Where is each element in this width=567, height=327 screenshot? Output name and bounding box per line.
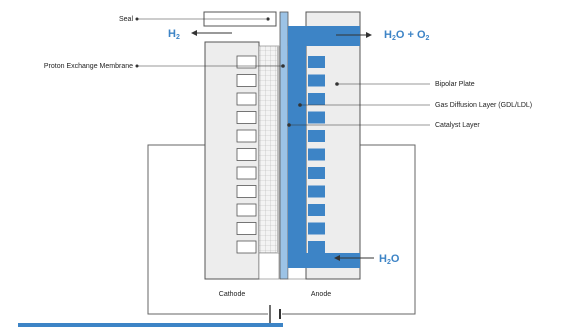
h2o-tail: O [391,253,400,265]
cathode-gas-diffusion-layer [258,45,280,254]
anode-channel [308,56,325,68]
cathode-channel [236,240,257,254]
h2-arrowhead [191,30,197,36]
bipolar-plate-label: Bipolar Plate [435,81,475,88]
anode-channel [308,241,325,253]
cathode-channel [236,129,257,143]
anode-label: Anode [311,291,331,298]
h2o-o2-middle: O + O [396,29,426,41]
h2o-o2-subscript-1: 2 [392,35,396,42]
anode-water-manifold [288,26,360,268]
h2o-subscript: 2 [387,259,391,266]
h2-subscript: 2 [176,34,180,41]
cathode-label: Cathode [219,291,246,298]
anode-channel [308,222,325,235]
gdl-leader-dot [298,103,302,107]
anode-channel [308,130,325,142]
cathode-channel [236,148,257,161]
catalyst-layer-label: Catalyst Layer [435,122,480,129]
pem-leader-dot [281,64,285,68]
anode-channel [308,148,325,161]
anode-channel [308,111,325,124]
cathode-channel [236,185,257,198]
seal-label: Seal [119,16,133,23]
catalyst-leader-dot [287,123,291,127]
external-circuit-wire-right [282,144,416,315]
bipolar-leader-dot [335,82,339,86]
cathode-channel [236,92,257,106]
h2o-o2-arrowhead [366,32,372,38]
cathode-channel [236,166,257,180]
bottom-blue-bar [18,323,283,327]
anode-channel [308,93,325,105]
cathode-channel [236,111,257,124]
gdl-label: Gas Diffusion Layer (GDL/LDL) [435,102,532,109]
cathode-channel [236,222,257,235]
cathode-flow-channels [236,55,257,254]
pem-leader-end [135,64,139,68]
cathode-channel [236,55,257,69]
h2o-in-arrowhead [334,255,340,261]
seal-marker [266,17,270,21]
anode-flow-channels [308,56,325,253]
pem-label: Proton Exchange Membrane [44,63,133,70]
cathode-channel [236,74,257,87]
anode-bipolar-plate [305,11,361,280]
h2o-o2-label: H2O + O2 [384,29,430,42]
external-circuit-wire [147,144,268,315]
anode-channel [308,204,325,216]
anode-channel [308,74,325,87]
anode-channel [308,167,325,179]
h2-label: H2 [168,28,180,41]
h2o-label: H2O [379,253,400,266]
cathode-channel [236,203,257,217]
h2o-o2-subscript-2: 2 [426,35,430,42]
cathode-catalyst-layer [277,46,280,253]
seal-leader-end [135,17,139,21]
proton-exchange-membrane [279,11,289,280]
anode-channel [308,185,325,198]
cathode-lower-strip [258,252,280,280]
